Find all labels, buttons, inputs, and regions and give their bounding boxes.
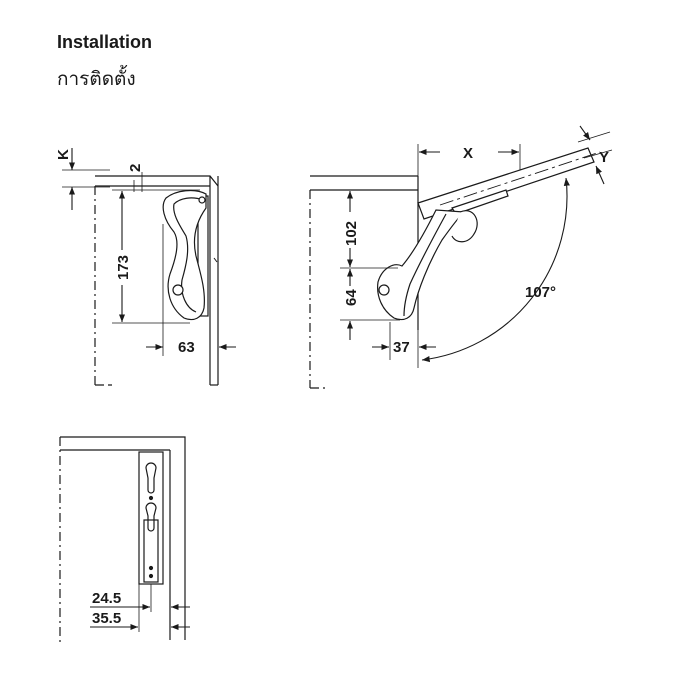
y-ext-bottom	[583, 149, 613, 159]
dim-label-107: 107°	[525, 284, 556, 301]
front-view	[59, 436, 186, 645]
front-inner-rail	[143, 519, 159, 583]
y-arrow-top	[579, 125, 591, 141]
dim-label-24-5: 24.5	[92, 590, 121, 607]
y-ext-top	[577, 131, 611, 143]
dim-label-x: X	[463, 145, 473, 162]
dim-label-102: 102	[343, 221, 360, 246]
keyhole-slot-mid	[145, 502, 157, 532]
dim-label-2: 2	[127, 164, 144, 172]
y-arrow-bottom	[595, 165, 605, 185]
dimension-arrows-view1	[68, 148, 236, 351]
front-screw-3	[148, 573, 154, 579]
front-screw-2	[148, 565, 154, 571]
dim-label-173: 173	[115, 255, 132, 280]
front-screw-1	[148, 495, 154, 501]
dim-label-64: 64	[343, 289, 360, 306]
dim-label-63: 63	[178, 339, 195, 356]
cabinet3-outline	[60, 436, 186, 640]
dim-label-35-5: 35.5	[92, 610, 121, 627]
dim-label-37: 37	[393, 339, 410, 356]
cabinet-top-outline	[95, 175, 219, 187]
side-view-open	[309, 131, 613, 389]
dim-label-k: K	[55, 149, 72, 160]
dimension-arrows-view3	[90, 603, 190, 631]
pivot-joint-open	[378, 284, 390, 296]
side-view-closed	[62, 169, 219, 386]
section-title: Installation	[57, 32, 153, 52]
pivot-joint-top	[198, 196, 206, 204]
keyhole-slot-top	[145, 462, 157, 494]
arm-highlight	[213, 257, 218, 263]
dim-label-y: Y	[599, 149, 609, 166]
lift-arm-open	[377, 209, 466, 321]
angle-arc	[421, 177, 570, 363]
section-subtitle: การติดตั้ง	[57, 68, 136, 90]
dimension-arrows-view2	[346, 125, 605, 363]
front-mounting-plate	[138, 451, 164, 585]
pivot-joint	[172, 284, 184, 296]
